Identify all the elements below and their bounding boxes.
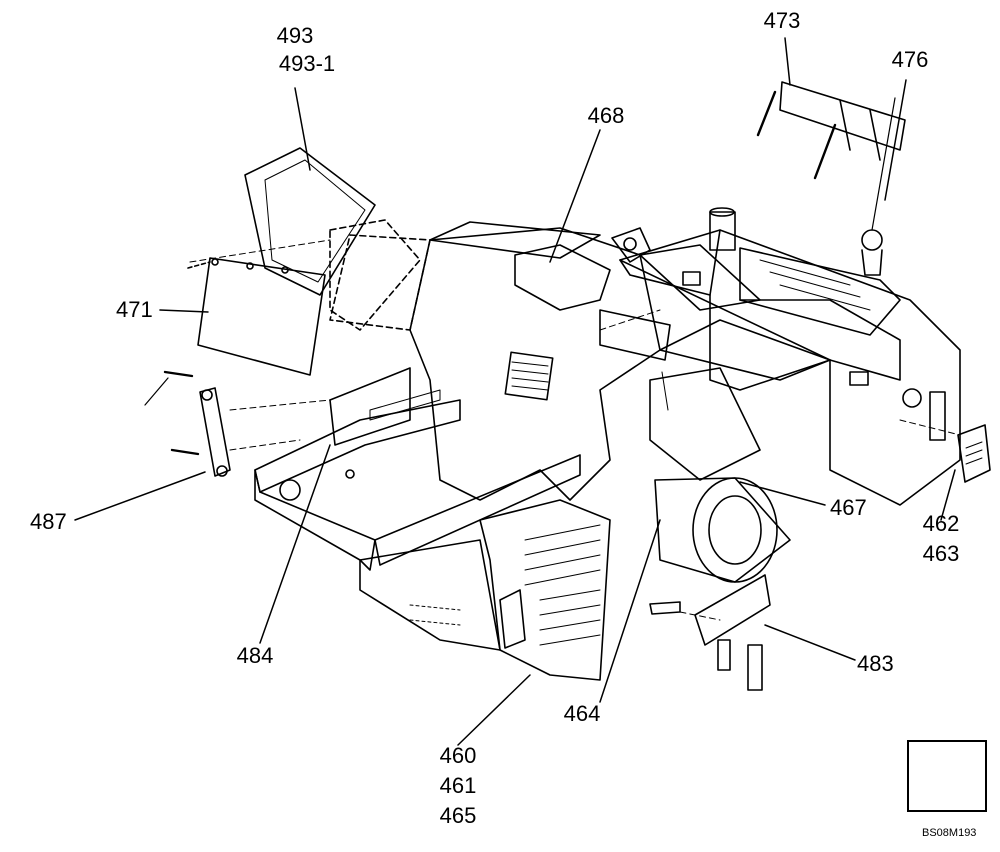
part-462-plate xyxy=(957,424,991,483)
callout-464: 464 xyxy=(563,701,601,726)
callout-463: 463 xyxy=(922,541,960,566)
part-483-plate xyxy=(649,574,771,691)
part-493-cover xyxy=(244,147,421,331)
callout-483: 483 xyxy=(857,651,894,676)
callout-461: 461 xyxy=(439,773,477,798)
leader-lines xyxy=(74,37,956,746)
part-473-hood xyxy=(756,81,906,180)
drawing-code: BS08M193 xyxy=(922,827,977,839)
view-direction-box xyxy=(907,740,987,812)
part-468-cover xyxy=(514,244,611,311)
callout-484: 484 xyxy=(236,643,274,668)
callout-471: 471 xyxy=(116,297,153,322)
callout-487: 487 xyxy=(30,509,67,534)
callout-468: 468 xyxy=(587,103,625,128)
callout-476: 476 xyxy=(891,47,929,72)
step-assembly xyxy=(359,499,611,681)
callout-493: 493 xyxy=(276,23,314,48)
machine-frame xyxy=(329,207,961,506)
part-471-panel xyxy=(187,257,326,376)
assembly-guide-lines xyxy=(189,239,961,621)
callout-465: 465 xyxy=(439,803,477,828)
callout-462: 462 xyxy=(922,511,960,536)
callout-467: 467 xyxy=(830,495,867,520)
wheel-drum xyxy=(649,367,791,583)
part-476-latch xyxy=(861,97,896,276)
part-487-link xyxy=(144,370,231,477)
callout-493-1: 493-1 xyxy=(278,51,336,76)
callout-460: 460 xyxy=(439,743,477,768)
callout-473: 473 xyxy=(763,8,801,33)
